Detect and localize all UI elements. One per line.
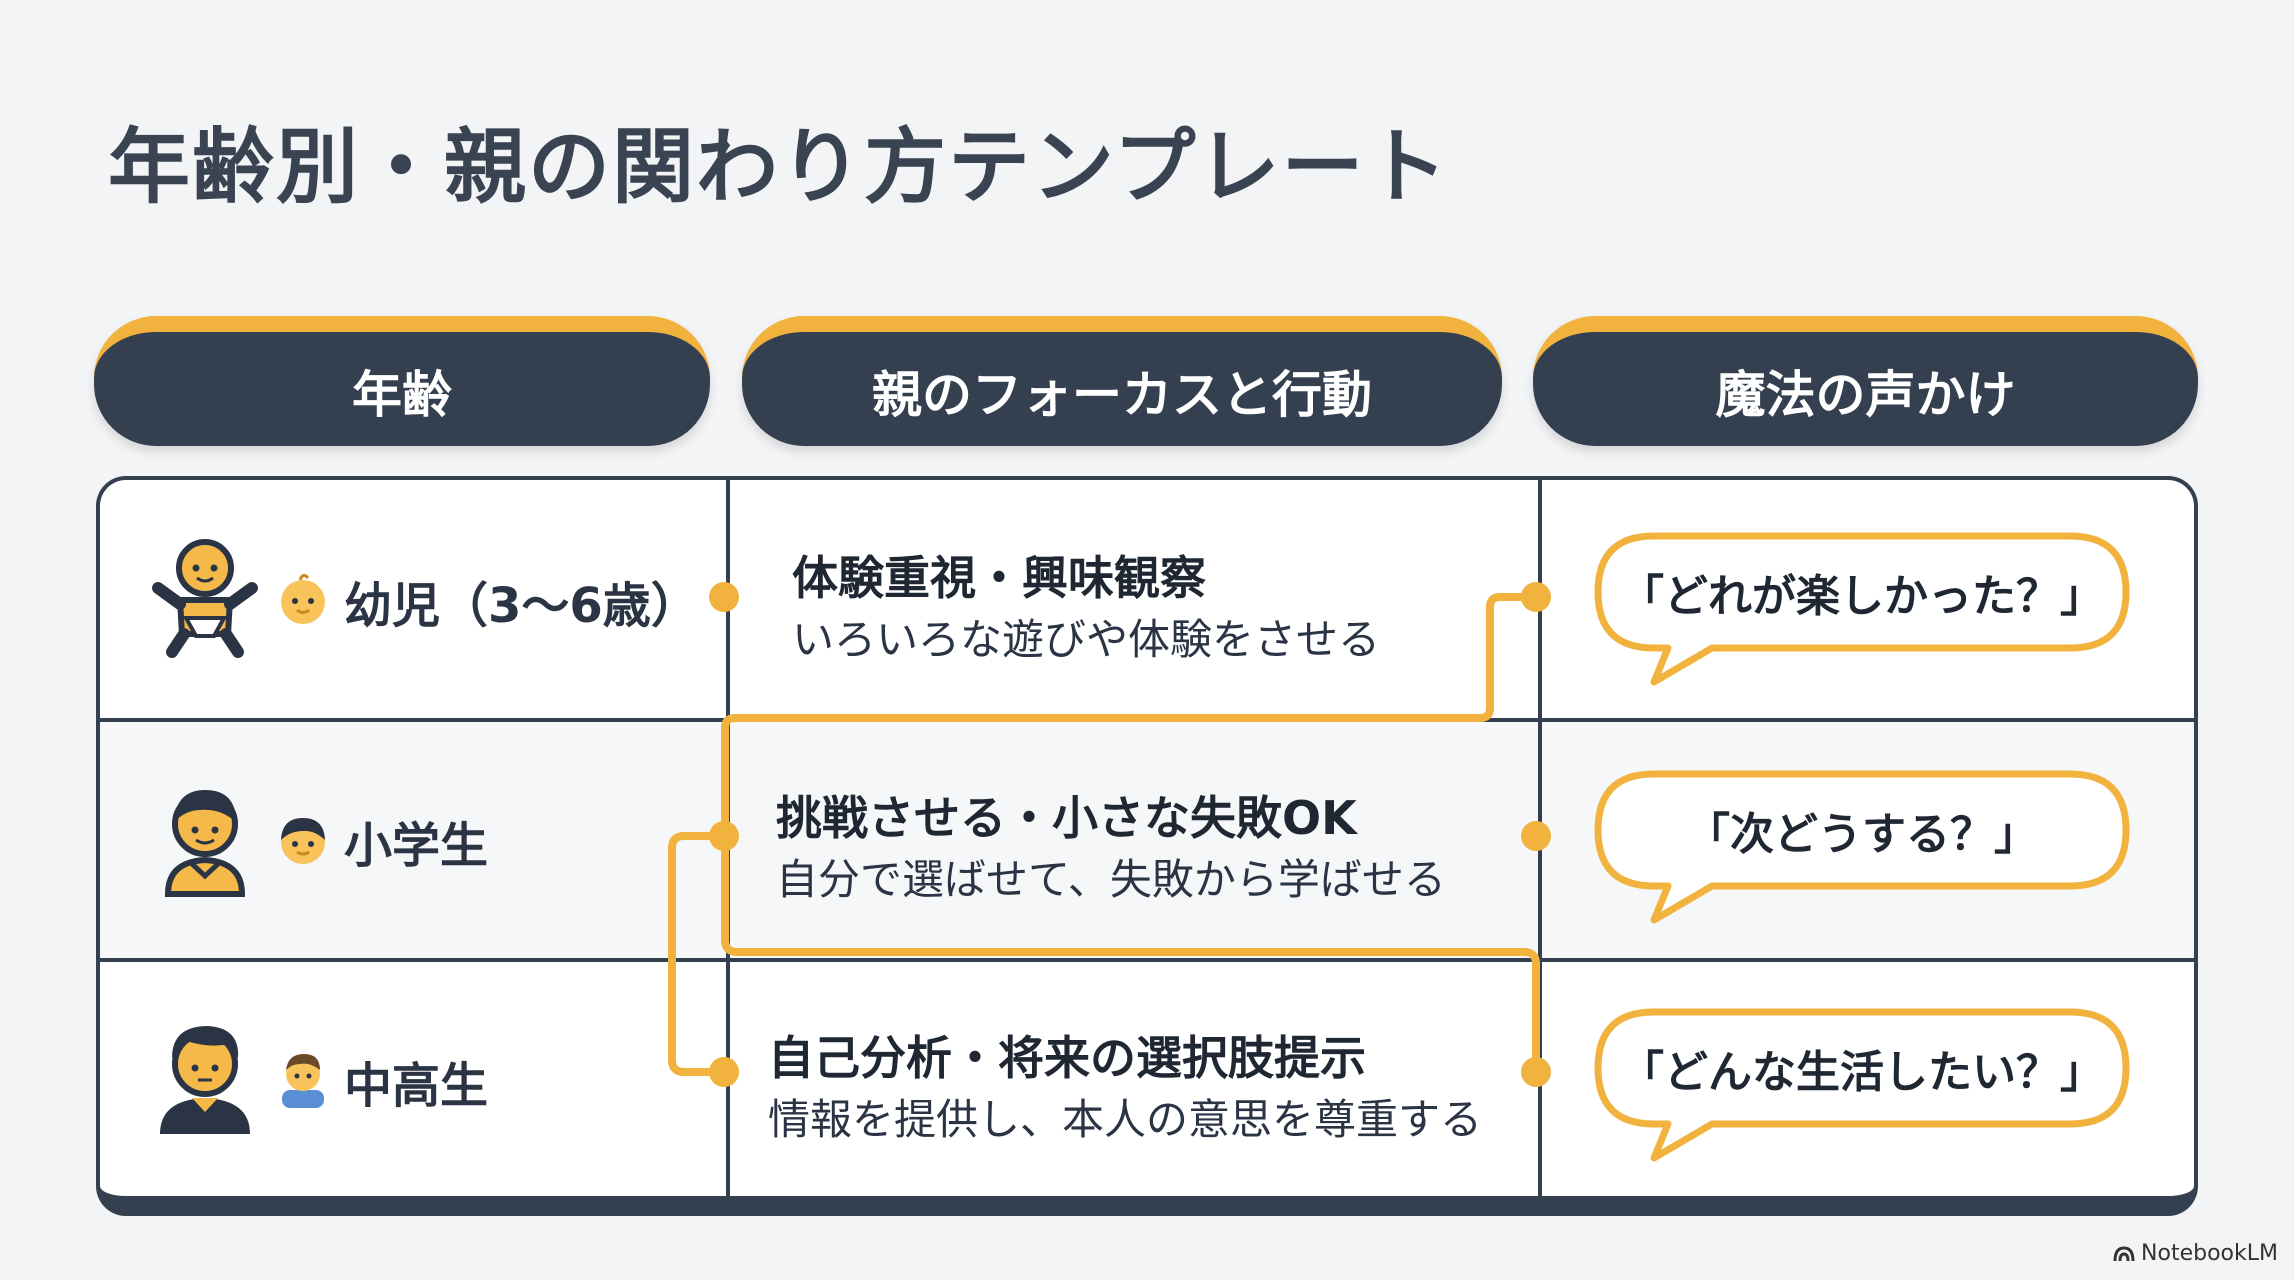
notebooklm-logo-icon [2113, 1245, 2135, 1261]
teen-icon [160, 1026, 250, 1134]
focus-desc: いろいろな遊びや体験をさせる [792, 615, 1381, 664]
child-icon [164, 790, 246, 897]
magic-phrase: 「どんな生活したい？」 [1620, 1047, 2104, 1098]
brand-label: NotebookLM [2141, 1241, 2278, 1266]
page-title: 年齢別・親の関わり方テンプレート [108, 120, 1450, 215]
magic-phrase: 「どれが楽しかった？」 [1620, 571, 2104, 622]
age-label: 幼児（3〜6歳） [344, 578, 699, 634]
baby-emoji-icon [281, 573, 325, 624]
speech-bubble-shape [1594, 1008, 2130, 1162]
row-divider [100, 718, 2194, 722]
speech-bubble: 「どんな生活したい？」 [1592, 1006, 2132, 1176]
age-label: 小学生 [344, 818, 489, 874]
focus-title: 挑戦させる・小さな失敗OK [776, 791, 1357, 845]
brand-watermark: NotebookLM [2113, 1241, 2278, 1266]
row-divider [100, 958, 2194, 962]
header-focus-label: 親のフォーカスと行動 [872, 366, 1372, 424]
header-age: 年齢 [94, 316, 710, 446]
focus-desc: 情報を提供し、本人の意思を尊重する [768, 1095, 1483, 1144]
speech-bubble-shape [1594, 532, 2130, 686]
column-divider [1538, 480, 1542, 1196]
child-emoji-icon [281, 818, 325, 864]
header-magic-label: 魔法の声かけ [1715, 366, 2016, 424]
header-magic: 魔法の声かけ [1533, 316, 2198, 446]
age-label: 中高生 [344, 1058, 489, 1114]
speech-bubble: 「次どうする？」 [1592, 768, 2132, 938]
speech-bubble-shape [1594, 770, 2130, 924]
focus-title: 自己分析・将来の選択肢提示 [768, 1031, 1366, 1085]
focus-title: 体験重視・興味観察 [792, 551, 1206, 605]
speech-bubble: 「どれが楽しかった？」 [1592, 530, 2132, 700]
baby-icon [152, 539, 258, 658]
magic-phrase: 「次どうする？」 [1686, 809, 2038, 860]
column-divider [726, 480, 730, 1196]
header-age-label: 年齢 [352, 366, 452, 424]
teen-emoji-icon [282, 1054, 324, 1108]
focus-desc: 自分で選ばせて、失敗から学ばせる [776, 855, 1446, 904]
header-focus: 親のフォーカスと行動 [742, 316, 1502, 446]
